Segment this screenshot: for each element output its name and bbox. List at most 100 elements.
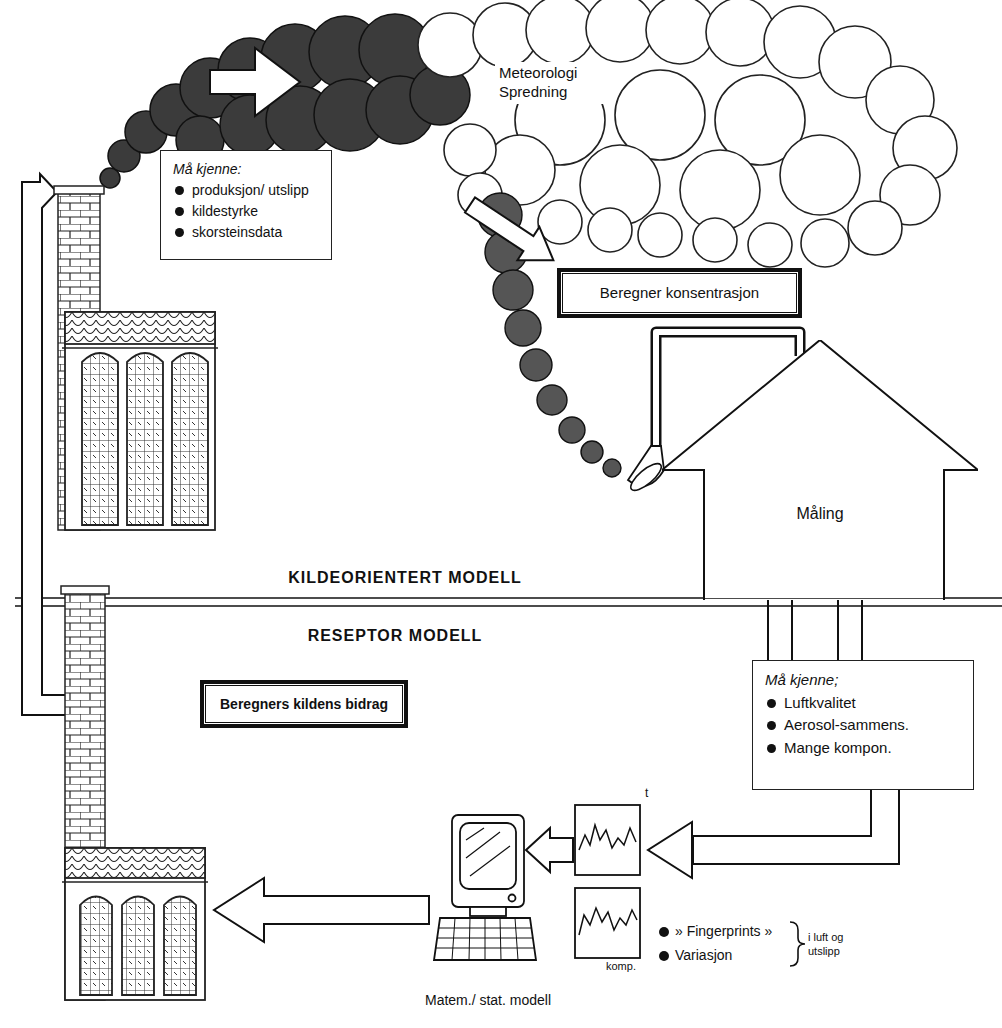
smoke-tail [581, 441, 603, 463]
bullet-text: » Fingerprints » [675, 923, 772, 941]
factory-bottom [122, 897, 154, 996]
text-row: Beregner konsentrasjon [577, 283, 782, 303]
text-row: Beregners kildens bidrag [220, 695, 388, 713]
bullet-dots [659, 927, 669, 961]
bullet-dot [767, 721, 776, 730]
factory-top [65, 312, 215, 530]
computer-caption: Matem./ stat. modell [425, 992, 551, 1010]
box-text: Beregners kildens bidrag [220, 696, 388, 712]
factory-top [82, 353, 118, 525]
sampler [627, 459, 665, 494]
factory-top [172, 353, 208, 525]
result-box: Beregner konsentrasjon [557, 268, 802, 318]
box-heading: Må kjenne; [765, 671, 838, 688]
smoke-plume [646, 0, 714, 64]
dispersion-arrow [465, 198, 553, 261]
computer [434, 815, 536, 960]
computer [452, 815, 524, 907]
source-arrow [214, 878, 430, 942]
smoke-plume [588, 208, 632, 252]
time-series-charts [579, 825, 636, 850]
box-text: Mange kompon. [784, 739, 892, 756]
smoke-plume [418, 0, 957, 267]
brace-note: i luft og utslipp [808, 931, 860, 959]
measurement-house: Måling [662, 340, 978, 600]
computer [470, 907, 506, 916]
box-text: produksjon/ utslipp [192, 182, 309, 198]
factory-bottom [61, 586, 109, 594]
smoke-plume [748, 223, 792, 267]
text-row: skorsteinsdata [173, 222, 319, 243]
data-arrow [648, 822, 692, 878]
text-row: Må kjenne: [173, 159, 319, 180]
model-divider [15, 605, 1002, 607]
bullet-dots [659, 951, 669, 961]
smoke-tail [493, 270, 533, 310]
process-label: Meteorologi Spredning [495, 62, 603, 104]
box-heading: Må kjenne: [173, 161, 241, 177]
bullet-dots [659, 927, 669, 937]
source-arrow [214, 878, 264, 942]
result-box: Beregners kildens bidrag [200, 680, 408, 728]
section-title: KILDEORIENTERT MODELL [288, 568, 521, 588]
factory-bottom [80, 897, 112, 996]
computer [466, 828, 510, 876]
axis-label: komp. [606, 960, 636, 974]
smoke-plume [526, 0, 594, 64]
computer [436, 918, 534, 960]
wind-arrow [210, 48, 300, 116]
time-series-charts [575, 888, 640, 958]
brace [790, 922, 805, 966]
text-row: Luftkvalitet [765, 692, 961, 715]
text-row: Må kjenne; [765, 669, 961, 692]
text-row: produksjon/ utslipp [173, 180, 319, 201]
requirements-box: Må kjenne; LuftkvalitetAerosol-sammens. Ma… [752, 660, 974, 790]
bullet-dot [175, 228, 184, 237]
bullet-dot [175, 207, 184, 216]
section-title: RESEPTOR MODELL [308, 626, 483, 646]
box-text: kildestyrke [192, 203, 258, 219]
computer [509, 895, 516, 902]
axis-label: t [645, 786, 648, 801]
factory-top [62, 347, 218, 349]
computer [460, 823, 516, 889]
factory-bottom [65, 848, 205, 878]
house-outline [662, 340, 978, 600]
smoke-plume [706, 0, 774, 66]
computer [434, 918, 536, 960]
smoke-plume [848, 201, 902, 255]
time-series-charts [575, 805, 640, 958]
text-row: Mange kompon. [765, 737, 961, 760]
factory-top [127, 353, 163, 525]
bullet-text: Variasjon [675, 947, 732, 965]
time-series-charts [579, 908, 637, 935]
text-row: kildestyrke [173, 201, 319, 222]
factory-bottom [65, 848, 205, 1000]
bullet-dot [767, 744, 776, 753]
text-row: Aerosol-sammens. [765, 714, 961, 737]
smoke-tail [559, 417, 585, 443]
house-border [662, 340, 978, 600]
smoke-tail [505, 310, 541, 346]
smoke-tail [537, 385, 567, 415]
model-divider [15, 598, 1002, 606]
factory-bottom [61, 586, 208, 1000]
data-arrow [648, 786, 885, 878]
factory-bottom [164, 897, 196, 996]
factory-top [54, 186, 104, 194]
box-text: Luftkvalitet [784, 694, 856, 711]
smoke-plume [780, 135, 860, 215]
smoke-tail [520, 349, 552, 381]
factory-top [65, 312, 215, 344]
box-text: Beregner konsentrasjon [600, 284, 759, 301]
smoke-plume [586, 0, 654, 62]
factory-bottom [62, 881, 208, 883]
analysis-arrow [546, 839, 572, 861]
box-text: skorsteinsdata [192, 224, 282, 240]
requirements-box: Må kjenne: produksjon/ utslipp kildestyrke… [160, 150, 332, 260]
source-arrow [260, 897, 428, 923]
smoke-tail [603, 459, 621, 477]
data-arrow [694, 786, 885, 850]
smoke-plume [693, 218, 737, 262]
